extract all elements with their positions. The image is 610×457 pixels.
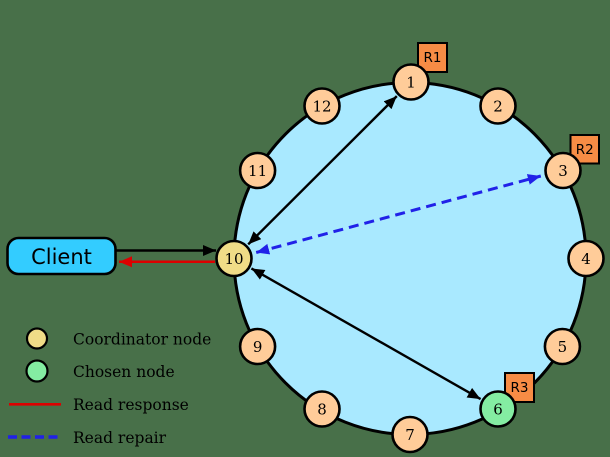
ring-node-3: 3 <box>544 151 582 190</box>
legend-label: Read repair <box>73 429 167 447</box>
node-circle <box>391 415 429 454</box>
replica-tag-r1: R1 <box>417 42 448 73</box>
read-repair-arrow <box>255 174 542 255</box>
replica-tag-rect <box>504 372 535 403</box>
replica-tag-r2: R2 <box>569 134 600 165</box>
node-circle <box>543 327 582 366</box>
legend-label: Chosen node <box>73 363 175 381</box>
client-rect <box>6 236 117 276</box>
node-circle <box>392 63 430 101</box>
node-label: 10 <box>224 250 243 268</box>
node-label: 9 <box>253 338 263 356</box>
legend-label: Read response <box>73 396 189 414</box>
node-label: 4 <box>581 250 591 268</box>
node-label: 2 <box>493 98 503 116</box>
node-label: 5 <box>558 338 568 356</box>
node-label: 11 <box>248 162 267 180</box>
ring-node-1: 1 <box>392 63 430 101</box>
ring-node-12: 12 <box>303 87 341 125</box>
replica-tag-rect <box>417 42 448 73</box>
node-circle <box>544 151 582 190</box>
node-circle <box>303 87 341 125</box>
coordinator-node-circle <box>215 239 253 278</box>
ring-node-10-coordinator: 10 <box>215 239 253 278</box>
node-label: 12 <box>312 98 331 116</box>
node-label: 6 <box>493 401 503 419</box>
replica-tag-label: R2 <box>576 142 594 158</box>
ring-node-2: 2 <box>479 87 517 125</box>
client-box: Client <box>6 236 117 276</box>
replica-tag-label: R1 <box>424 50 442 66</box>
legend: Coordinator node Chosen node Read respon… <box>8 327 211 447</box>
node-circle <box>238 151 277 190</box>
node-label: 8 <box>317 401 327 419</box>
ring-node-6-chosen: 6 <box>479 390 517 428</box>
node-circle <box>238 327 277 366</box>
legend-item-coordinator: Coordinator node <box>25 327 211 350</box>
ring-node-8: 8 <box>303 390 341 428</box>
replica-tag-label: R3 <box>511 380 529 396</box>
ring-node-11: 11 <box>238 151 277 190</box>
ring-node-7: 7 <box>391 415 429 454</box>
coordinator-swatch-icon <box>25 327 49 350</box>
chosen-swatch-icon <box>25 359 49 383</box>
legend-item-chosen: Chosen node <box>25 359 175 383</box>
replica-tag-r3: R3 <box>504 372 535 403</box>
ring-node-4: 4 <box>567 239 605 278</box>
node-label: 3 <box>558 162 568 180</box>
node-circle <box>567 239 605 278</box>
legend-label: Coordinator node <box>73 331 211 349</box>
node-circle <box>303 390 341 428</box>
node-circle <box>479 87 517 125</box>
ring-node-5: 5 <box>543 327 582 366</box>
legend-item-read-response: Read response <box>9 396 189 414</box>
coordinator-to-node6-arrow <box>250 267 482 401</box>
legend-item-read-repair: Read repair <box>8 429 167 447</box>
client-label: Client <box>31 245 92 269</box>
ring-node-9: 9 <box>238 327 277 366</box>
node-label: 1 <box>406 74 416 92</box>
chosen-node-circle <box>479 390 517 428</box>
node-label: 7 <box>405 426 415 444</box>
